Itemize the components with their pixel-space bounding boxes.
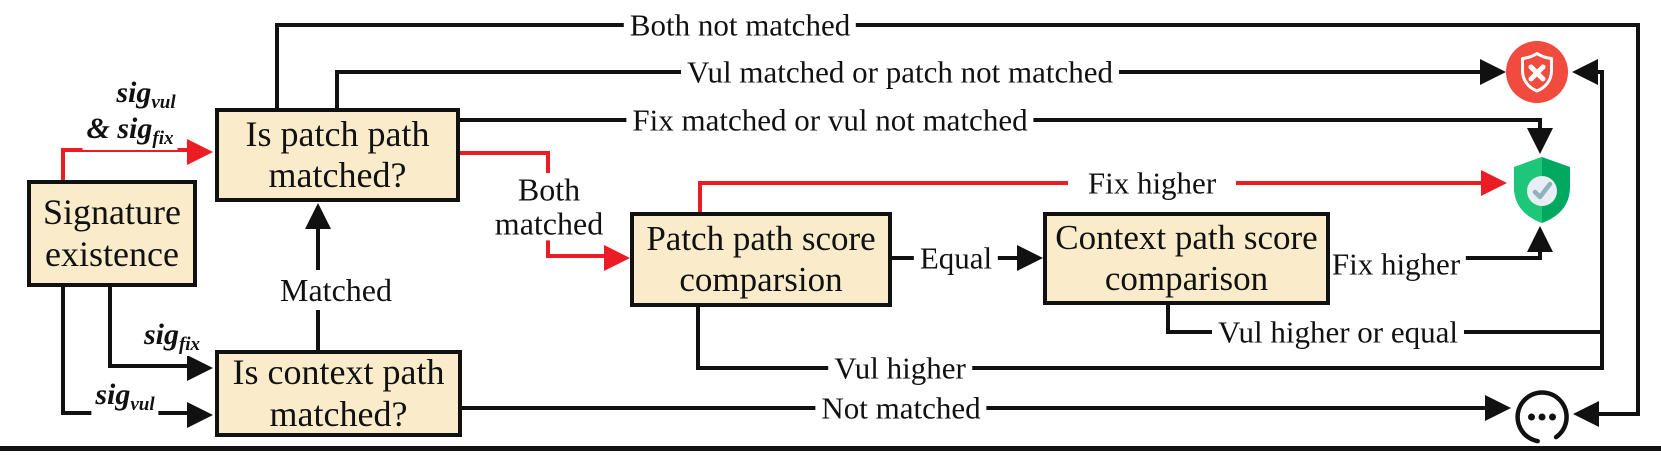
edge-label-both-matched-line2: matched <box>494 205 604 241</box>
connector-both-matched-3 <box>546 240 550 258</box>
edge-label-vul-matched-or-patch-not-matched: Vul matched or patch not matched <box>681 56 1119 90</box>
arrowhead-into-patch-box-bottom <box>305 203 331 229</box>
edge-label-fix-higher-black: Fix higher <box>1325 248 1467 282</box>
connector-both-not-matched-into-ellipsis <box>1594 412 1640 416</box>
arrowhead-into-green-shield-left <box>1481 170 1507 196</box>
edge-label-fix-higher-red: Fix higher <box>1081 167 1223 201</box>
connector-fix-matched-down <box>1538 118 1542 134</box>
connector-matched-b <box>316 310 320 350</box>
arrowhead-into-ellipsis-right <box>1573 401 1599 427</box>
connector-both-matched-1 <box>460 151 550 155</box>
edge-label-vul-higher-or-equal: Vul higher or equal <box>1211 316 1465 350</box>
connector-matched-a <box>316 226 320 270</box>
arrowhead-into-context-box-upper <box>187 355 213 381</box>
edge-label-both-matched-line1: Both <box>517 171 581 208</box>
connector-vul-higher-down <box>696 307 700 370</box>
connector-both-matched-2 <box>546 151 550 173</box>
connector-sig-vul-down <box>61 287 65 415</box>
connector-sig-fix <box>108 364 190 368</box>
edge-label-sig-fix-top: & sigfix <box>82 112 178 150</box>
edge-label-fix-matched-or-vul-not-matched: Fix matched or vul not matched <box>626 104 1034 138</box>
edge-label-vul-higher: Vul higher <box>828 352 972 386</box>
connector-return-to-red-icon-top <box>1592 70 1604 74</box>
connector-fix-higher-red-up <box>698 183 702 214</box>
arrowhead-into-green-shield-top <box>1527 128 1553 154</box>
connector-sig-both <box>61 148 189 152</box>
arrowhead-into-red-icon-right <box>1572 59 1598 85</box>
edge-label-both-matched: Both matched <box>488 171 610 241</box>
node-patch-path-score-comparison: Patch path score comparsion <box>630 212 892 307</box>
connector-vul-higher <box>698 366 1604 370</box>
connector-fix-higher-red-b <box>1236 181 1484 185</box>
connector-return-to-red-icon <box>1600 70 1604 370</box>
node-context-path-score-comparison: Context path score comparison <box>1043 212 1330 305</box>
connector-fix-higher-red-a <box>698 181 1068 185</box>
arrowhead-into-context-score-box <box>1017 245 1043 271</box>
arrowhead-into-context-box-lower <box>187 402 213 428</box>
arrowhead-into-patch-box-left <box>187 139 213 165</box>
shield-check-icon <box>1509 154 1575 226</box>
arrowhead-into-red-icon-left <box>1480 59 1506 85</box>
ellipsis-circle-icon <box>1513 388 1571 446</box>
edge-label-sig-vul-bottom: sigvul <box>91 378 159 416</box>
connector-vul-higher-equal-down <box>1166 305 1170 334</box>
node-is-context-path-matched: Is context path matched? <box>215 350 462 437</box>
shield-x-icon <box>1506 41 1568 103</box>
bottom-rule <box>0 446 1661 451</box>
connector-both-matched-4 <box>546 254 608 258</box>
edge-label-equal: Equal <box>913 242 999 276</box>
connector-vul-matched-up <box>335 72 339 110</box>
arrowhead-into-ellipsis-left <box>1485 395 1511 421</box>
connector-both-not-matched-top <box>275 23 1640 27</box>
edge-label-sig-vul-top: sigvul <box>112 76 180 114</box>
edge-label-sig-fix-mid: sigfix <box>139 318 205 356</box>
connector-sig-fix-down <box>108 287 112 368</box>
connector-both-not-matched-down-right <box>1636 23 1640 416</box>
node-is-patch-path-matched: Is patch path matched? <box>215 108 460 202</box>
connector-both-not-matched-up <box>275 25 279 110</box>
arrowhead-into-patch-score-box <box>604 245 630 271</box>
edge-label-matched: Matched <box>274 274 398 308</box>
connector-sig-both-up <box>61 150 65 182</box>
node-signature-existence: Signature existence <box>27 180 197 287</box>
connector-fix-higher-black-up <box>1538 248 1542 260</box>
edge-label-both-not-matched: Both not matched <box>623 9 857 43</box>
edge-label-not-matched: Not matched <box>815 392 987 426</box>
arrowhead-into-green-shield-bottom <box>1527 226 1553 252</box>
